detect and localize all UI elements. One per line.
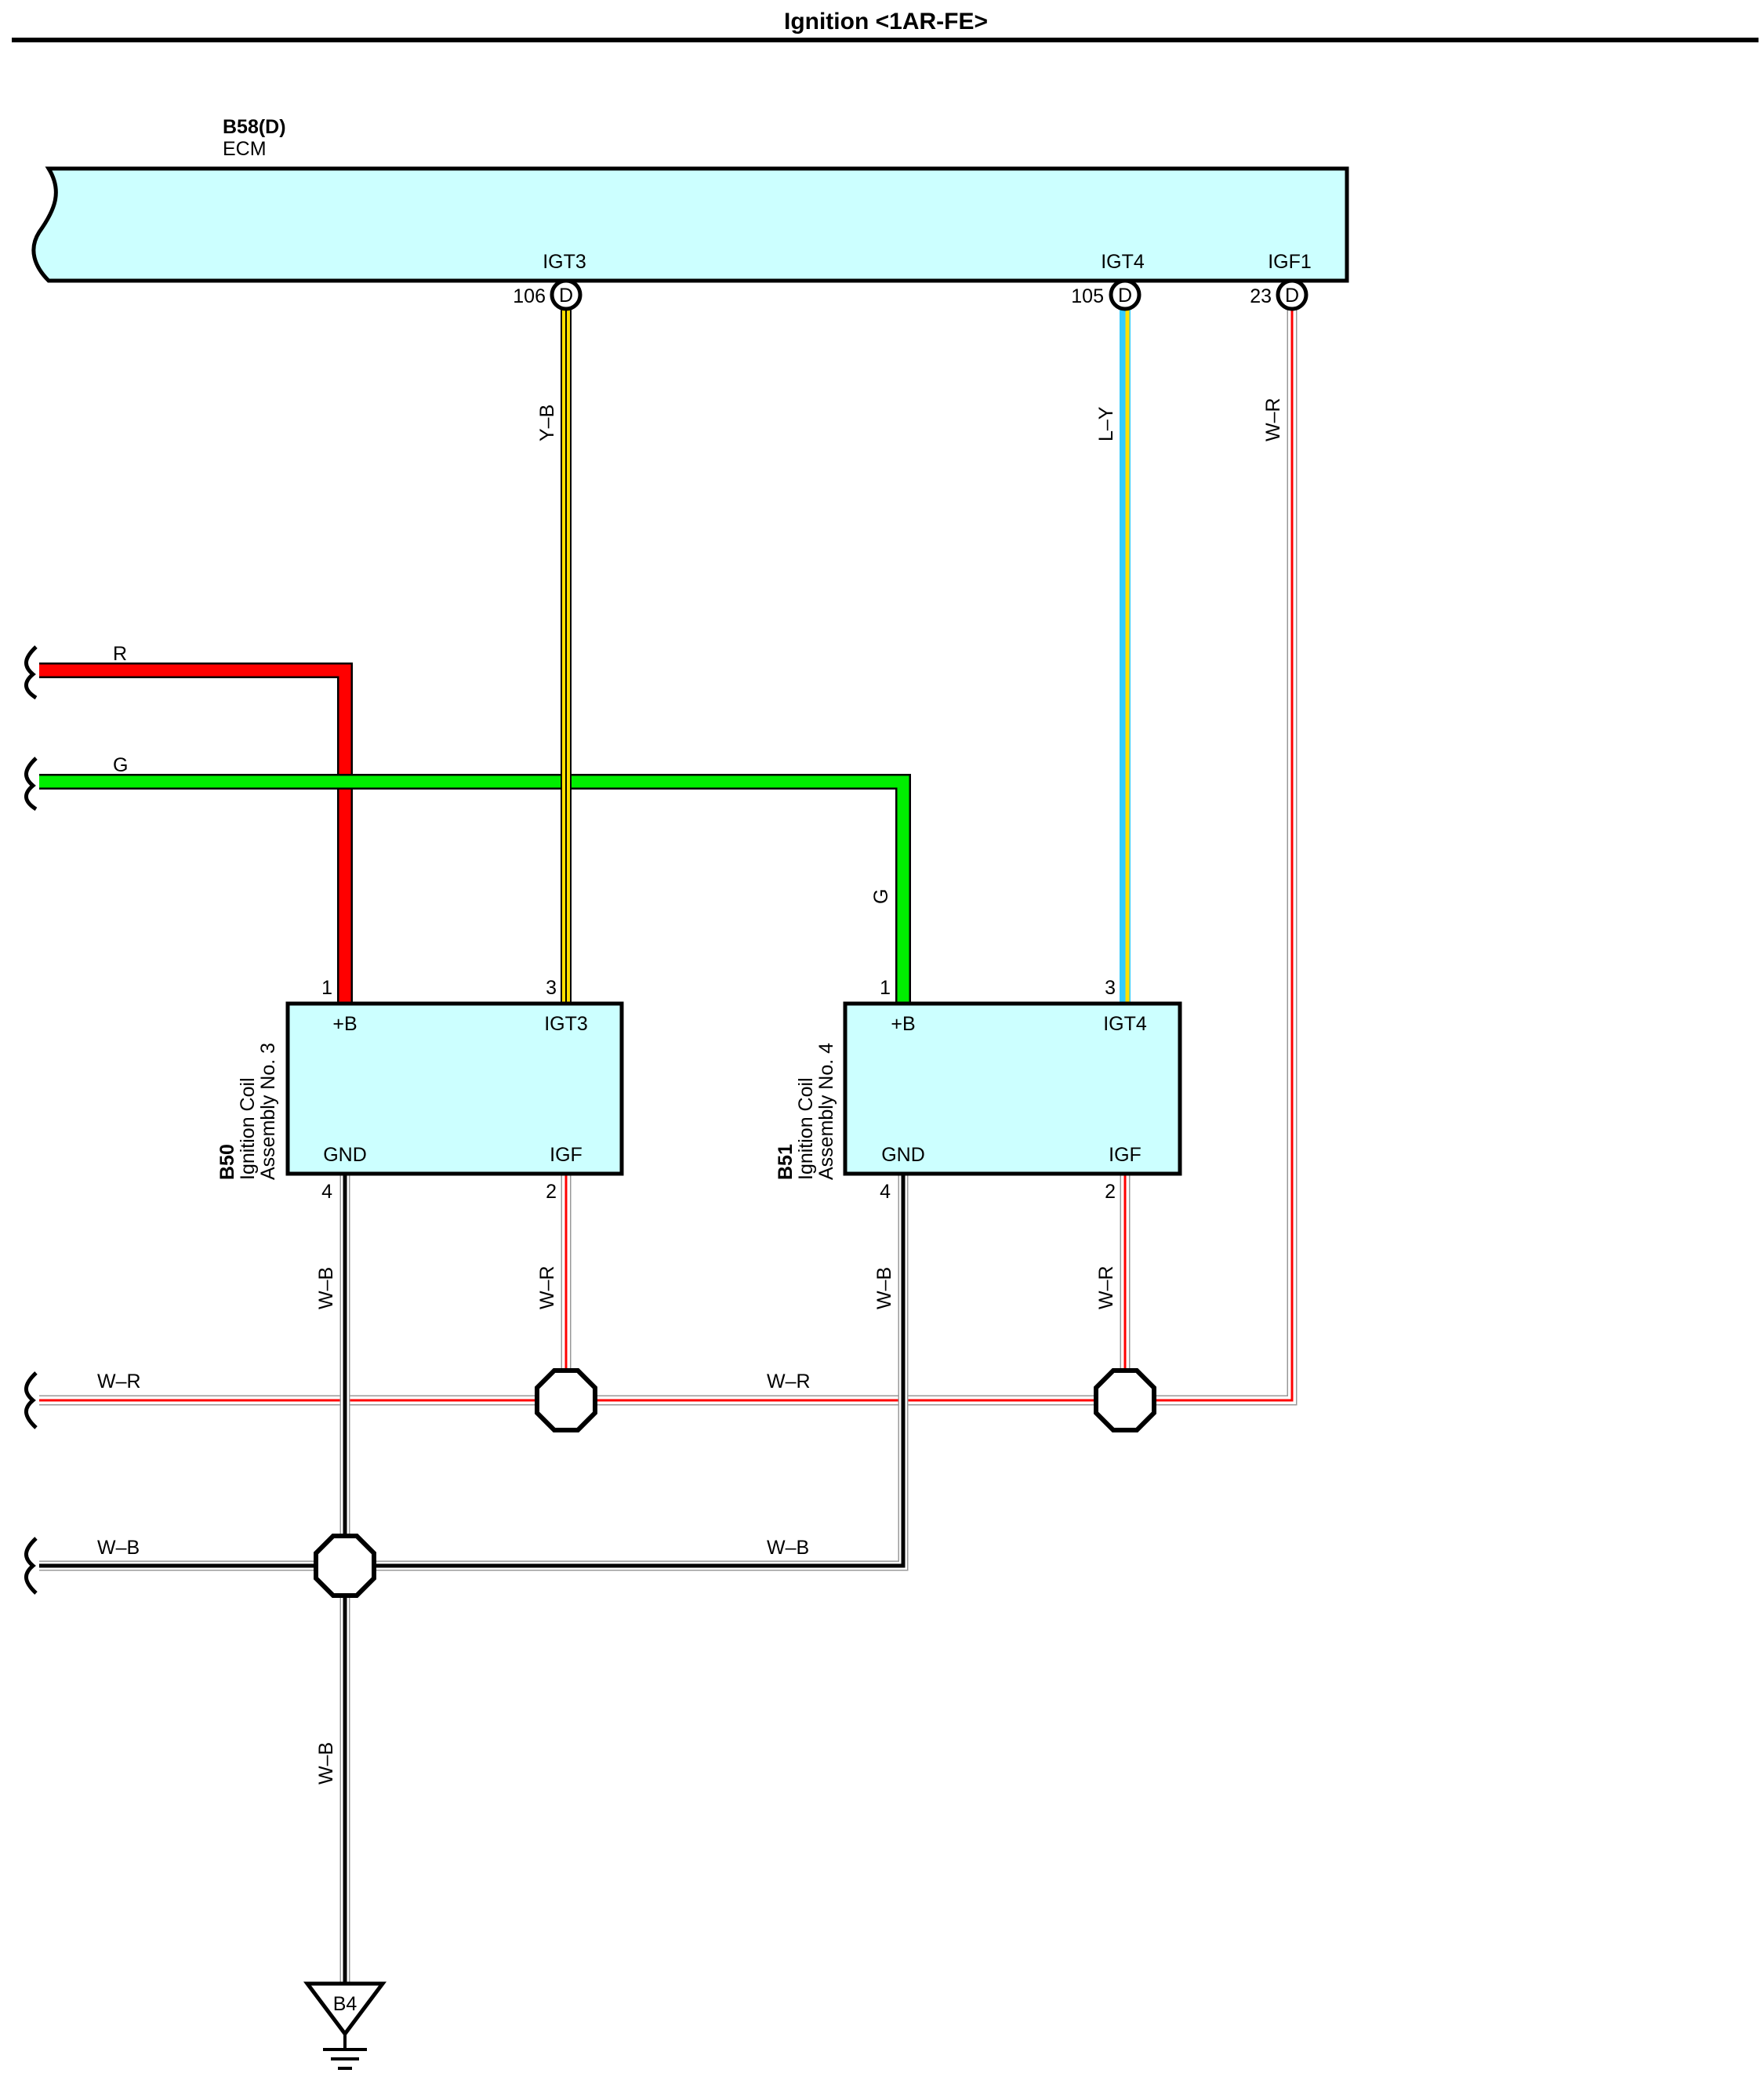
wire-label-l-y: L–Y	[1095, 406, 1117, 441]
wire-g	[39, 774, 911, 1004]
coil3-pin-igt: IGT3	[544, 1013, 588, 1035]
wire-label-w-r-coil4: W–R	[1095, 1265, 1117, 1309]
coil3-name-line2: Assembly No. 3	[257, 1043, 279, 1180]
ecm-pin-105-number: 105	[1071, 285, 1104, 307]
ecm-box	[31, 166, 1349, 283]
coil4-pin-igf: IGF	[1109, 1144, 1142, 1166]
coil3-pin-number-gnd: 4	[321, 1181, 332, 1203]
wire-end-marks	[24, 645, 38, 1595]
wire-label-w-r-ecm: W–R	[1262, 398, 1284, 441]
coil4-name-line1: Ignition Coil	[795, 1077, 817, 1180]
wire-label-g-vertical: G	[870, 889, 892, 904]
coil3-pin-number-b: 1	[321, 977, 332, 999]
ecm-pin-23-connector: D	[1285, 285, 1299, 307]
coil4-pin-number-b: 1	[880, 977, 891, 999]
splice-w-r-left	[535, 1368, 597, 1432]
wire-label-w-b-ground: W–B	[315, 1742, 337, 1784]
ecm-pin-105-connector: D	[1118, 285, 1132, 307]
ecm-code: B58(D)	[223, 116, 286, 138]
ecm-name: ECM	[223, 138, 267, 160]
coil4-pin-number-igt: 3	[1105, 977, 1116, 999]
wire-w-b-coil4	[345, 1174, 909, 1571]
coil3-code: B50	[216, 1144, 238, 1180]
coil3-name-line1: Ignition Coil	[237, 1077, 259, 1180]
wire-label-w-b-coil3: W–B	[315, 1267, 337, 1309]
wire-label-w-r-coil3: W–R	[536, 1265, 558, 1309]
wire-r	[39, 663, 353, 1004]
ecm-pin-23-number: 23	[1250, 285, 1272, 307]
ecm-pin-106-connector: D	[559, 285, 573, 307]
ground-symbol	[303, 1981, 387, 2070]
splice-w-b	[314, 1534, 376, 1598]
coil4-name-line2: Assembly No. 4	[815, 1043, 837, 1180]
splice-w-r-right	[1094, 1368, 1156, 1432]
wire-label-y-b: Y–B	[536, 405, 558, 441]
wire-label-g: G	[113, 754, 128, 776]
wire-label-w-r-left: W–R	[97, 1371, 141, 1392]
coil4-pin-number-gnd: 4	[880, 1181, 891, 1203]
coil3-pin-igf: IGF	[550, 1144, 583, 1166]
coil3-pin-gnd: GND	[323, 1144, 367, 1166]
coil4-pin-igt: IGT4	[1103, 1013, 1147, 1035]
coil4-pin-gnd: GND	[881, 1144, 925, 1166]
ecm-pin-igt4-signal: IGT4	[1101, 251, 1145, 273]
wire-label-w-b-left: W–B	[97, 1537, 140, 1559]
wire-label-w-b-mid: W–B	[767, 1537, 809, 1559]
wire-label-w-r-mid: W–R	[767, 1371, 811, 1392]
coil3-pin-number-igf: 2	[546, 1181, 557, 1203]
coil3-pin-b: +B	[332, 1013, 357, 1035]
diagram-title: Ignition <1AR-FE>	[784, 9, 988, 34]
coil3-box	[285, 1001, 624, 1176]
wire-l-y	[1120, 307, 1131, 1004]
wire-label-w-b-coil4: W–B	[873, 1267, 895, 1309]
ecm-pin-106-number: 106	[513, 285, 546, 307]
ecm-terminals	[550, 278, 1308, 311]
wire-label-r: R	[113, 643, 127, 665]
coil4-code: B51	[775, 1144, 797, 1180]
wire-w-r-ecm	[1152, 307, 1298, 1406]
coil4-pin-number-igf: 2	[1105, 1181, 1116, 1203]
coil4-box	[843, 1001, 1182, 1176]
ground-code: B4	[333, 1993, 358, 2015]
coil4-pin-b: +B	[891, 1013, 915, 1035]
ecm-pin-igt3-signal: IGT3	[543, 251, 586, 273]
ecm-pin-igf1-signal: IGF1	[1268, 251, 1312, 273]
coil3-pin-number-igt: 3	[546, 977, 557, 999]
